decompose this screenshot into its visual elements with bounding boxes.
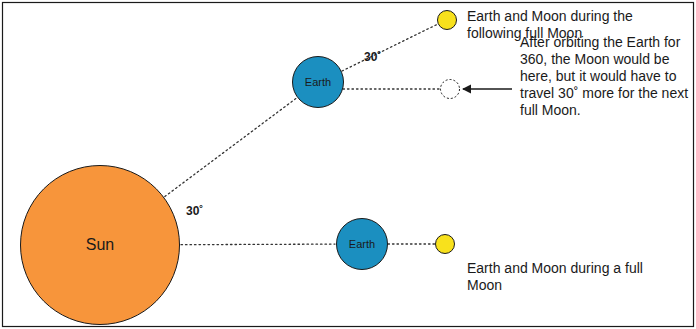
callout-arrow <box>463 88 512 89</box>
dotted-connector <box>165 98 297 196</box>
note-text: Earth and Moon during a full Moon <box>467 260 677 294</box>
node-label: Earth <box>305 76 331 88</box>
angle-label: 30˚ <box>364 50 381 64</box>
moon <box>438 11 457 30</box>
node-label: Sun <box>86 236 114 254</box>
earth-moon-line <box>342 24 438 71</box>
sun-circle: Sun <box>20 165 180 325</box>
node-label: Earth <box>349 238 375 250</box>
moon-position <box>441 80 460 99</box>
frame <box>3 3 694 327</box>
callout-text: After orbiting the Earth for 360, the Mo… <box>520 34 692 119</box>
earth-moon-line <box>343 88 440 89</box>
earth-moon-line <box>388 243 435 244</box>
dotted-connector <box>181 243 335 245</box>
moon <box>436 235 455 254</box>
earth-circle: Earth <box>336 218 388 270</box>
earth-circle: Earth <box>292 56 344 108</box>
angle-label: 30˚ <box>186 204 203 218</box>
